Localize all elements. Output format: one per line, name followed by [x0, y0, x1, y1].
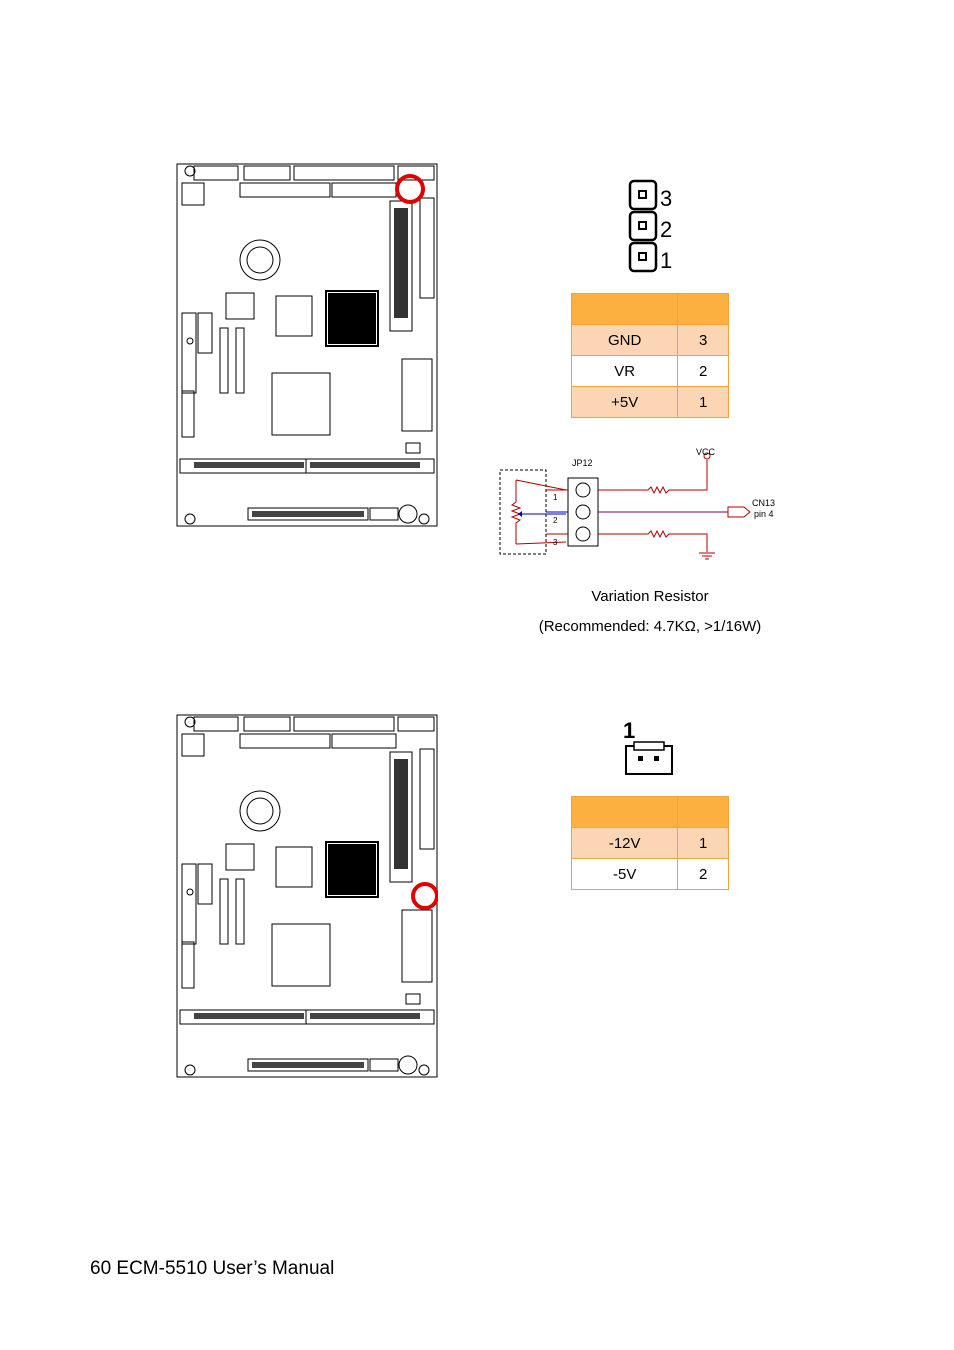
cn13-pin-label: pin 4: [754, 509, 774, 519]
jp12-pin-label: 2: [660, 217, 672, 242]
signal-cell: GND: [570, 324, 679, 356]
schematic-pin-label: 2: [553, 516, 558, 525]
power-pin-label: 1: [623, 718, 635, 743]
signal-cell: +5V: [570, 386, 679, 418]
motherboard-layout-jp12: [176, 163, 438, 527]
table-header-cell: [570, 293, 679, 325]
jp12-pin-diagram: 3 2 1: [628, 179, 672, 273]
table-row: -12V 1: [570, 827, 729, 859]
jp12-highlight-circle: [395, 174, 425, 204]
signal-cell: -12V: [570, 827, 679, 859]
signal-cell: VR: [570, 355, 679, 387]
pin-cell: 1: [677, 386, 729, 418]
jp12-pin-label: 1: [660, 248, 672, 273]
table-header-row: [570, 796, 729, 828]
page-footer: 60 ECM-5510 User’s Manual: [90, 1258, 335, 1279]
jp12-pin-label: 3: [660, 186, 672, 211]
jp12-ref-label: JP12: [572, 458, 593, 468]
table-row: -5V 2: [570, 858, 729, 890]
schematic-pin-label: 3: [553, 538, 558, 547]
motherboard-layout-power: [176, 714, 438, 1078]
table-row: GND 3: [570, 324, 729, 356]
table-row: +5V 1: [570, 386, 729, 418]
jp12-pin-table: GND 3 VR 2 +5V 1: [570, 293, 729, 418]
power-connector-highlight-circle: [411, 882, 438, 910]
pin-cell: 2: [677, 858, 729, 890]
table-header-cell: [677, 796, 729, 828]
power-pin-table: -12V 1 -5V 2: [570, 796, 729, 890]
signal-cell: -5V: [570, 858, 679, 890]
table-header-row: [570, 293, 729, 325]
pin-cell: 2: [677, 355, 729, 387]
caption-recommended: (Recommended: 4.7KΩ, >1/16W): [538, 618, 762, 635]
jp12-schematic: JP12 VCC CN13 pin 4 1 2 3: [499, 447, 775, 560]
pin-cell: 3: [677, 324, 729, 356]
schematic-pin-label: 1: [553, 493, 558, 502]
pin-cell: 1: [677, 827, 729, 859]
table-header-cell: [677, 293, 729, 325]
table-row: VR 2: [570, 355, 729, 387]
power-connector-pin-diagram: 1: [623, 718, 673, 775]
vcc-label: VCC: [696, 447, 716, 457]
caption-variation-resistor: Variation Resistor: [591, 588, 709, 605]
table-header-cell: [570, 796, 679, 828]
cn13-label: CN13: [752, 498, 775, 508]
